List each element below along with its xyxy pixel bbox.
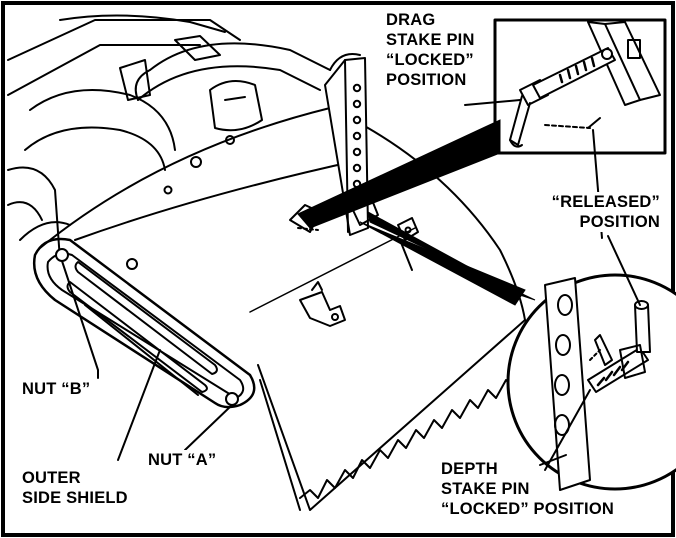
label-line: POSITION xyxy=(579,213,660,231)
drag-pin-inset xyxy=(493,18,667,155)
label-line: STAKE PIN xyxy=(441,480,530,498)
label-nut-b: NUT “B” xyxy=(22,379,91,399)
depth-pin-inset xyxy=(506,273,676,491)
magnification-cones xyxy=(297,119,536,306)
label-line: NUT “B” xyxy=(22,380,91,398)
label-line: POSITION xyxy=(386,71,467,89)
label-line: “RELEASED” xyxy=(551,193,660,211)
leader-lines xyxy=(61,99,641,471)
label-line: “LOCKED” xyxy=(386,51,474,69)
label-depth-stake-pin-locked: DEPTH STAKE PIN “LOCKED” POSITION xyxy=(441,459,614,519)
label-released-position: “RELEASED” POSITION xyxy=(551,192,660,232)
tiller-frame-background xyxy=(7,14,331,261)
label-line: OUTER xyxy=(22,469,81,487)
label-drag-stake-pin-locked: DRAG STAKE PIN “LOCKED” POSITION xyxy=(386,10,475,90)
label-line: NUT “A” xyxy=(148,451,217,469)
label-nut-a: NUT “A” xyxy=(148,450,217,470)
label-outer-side-shield: OUTER SIDE SHIELD xyxy=(22,468,128,508)
label-line: STAKE PIN xyxy=(386,31,475,49)
label-line: SIDE SHIELD xyxy=(22,489,128,507)
label-line: DEPTH xyxy=(441,460,498,478)
outer-side-shield xyxy=(32,237,256,409)
nut-b-icon xyxy=(55,248,69,262)
label-line: “LOCKED” POSITION xyxy=(441,500,614,518)
label-line: DRAG xyxy=(386,11,436,29)
nut-a-icon xyxy=(225,392,239,406)
